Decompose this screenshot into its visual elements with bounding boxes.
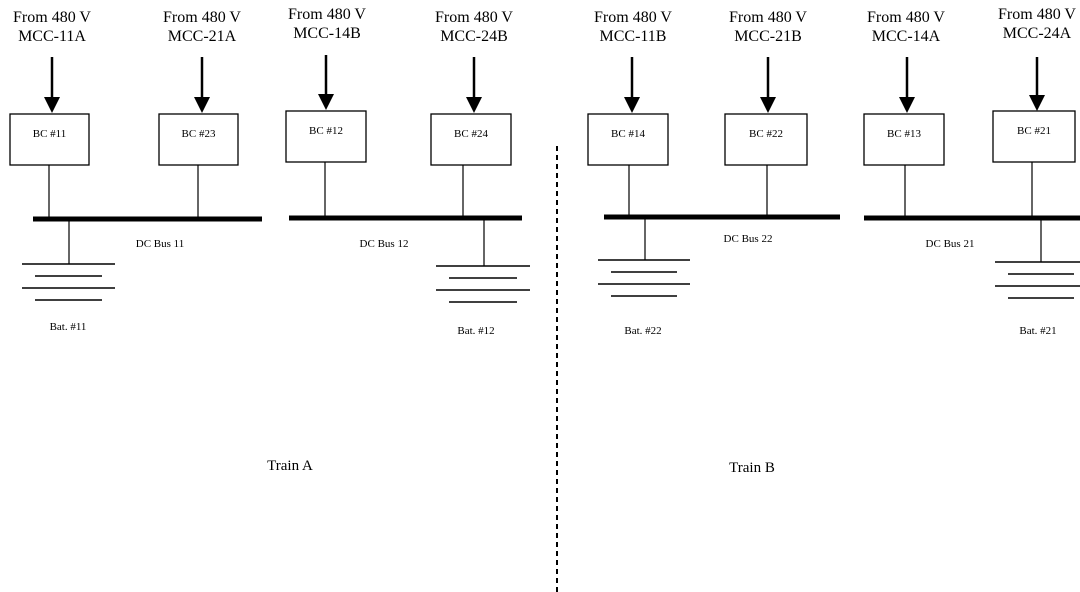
- source-label-mcc-21a-id: MCC-21A: [168, 28, 237, 45]
- source-label-mcc-14b-id: MCC-14B: [293, 25, 361, 42]
- charger-label-bc21: BC #21: [1017, 125, 1051, 137]
- train-b-label: Train B: [729, 460, 775, 476]
- battery-21-label: Bat. #21: [1019, 325, 1056, 337]
- source-label-mcc-14a: From 480 V: [867, 9, 945, 26]
- source-label-mcc-24b-id: MCC-24B: [440, 28, 508, 45]
- source-label-mcc-24a-id: MCC-24A: [1003, 25, 1072, 42]
- source-label-mcc-24a: From 480 V: [998, 6, 1076, 23]
- source-label-mcc-11a: From 480 V: [13, 9, 91, 26]
- charger-label-bc23: BC #23: [182, 128, 216, 140]
- train-a-label: Train A: [267, 458, 313, 474]
- source-label-mcc-21b-id: MCC-21B: [734, 28, 802, 45]
- charger-label-bc13: BC #13: [887, 128, 921, 140]
- dc-bus-21-label: DC Bus 21: [926, 238, 975, 250]
- charger-box-bc14: [587, 113, 669, 166]
- battery-12-symbol: [436, 219, 530, 303]
- charger-label-bc12: BC #12: [309, 125, 343, 137]
- battery-22-symbol: [598, 218, 690, 297]
- charger-box-bc21: [992, 110, 1076, 163]
- charger-label-bc14: BC #14: [611, 128, 645, 140]
- dc-bus-22-label: DC Bus 22: [724, 233, 773, 245]
- source-label-mcc-11b: From 480 V: [594, 9, 672, 26]
- battery-21-symbol: [995, 219, 1080, 299]
- charger-box-bc22: [724, 113, 808, 166]
- battery-12-label: Bat. #12: [457, 325, 494, 337]
- source-label-mcc-11a-id: MCC-11A: [18, 28, 86, 45]
- dc-bus-12-label: DC Bus 12: [360, 238, 409, 250]
- charger-label-bc22: BC #22: [749, 128, 783, 140]
- dc-bus-11-label: DC Bus 11: [136, 238, 185, 250]
- battery-11-symbol: [22, 220, 115, 301]
- charger-label-bc11: BC #11: [33, 128, 67, 140]
- source-label-mcc-21a: From 480 V: [163, 9, 241, 26]
- battery-22-label: Bat. #22: [624, 325, 661, 337]
- feed-arrows: [44, 55, 1045, 113]
- charger-label-bc24: BC #24: [454, 128, 488, 140]
- charger-box-bc11: [9, 113, 90, 166]
- charger-bus-wires: [48, 162, 1033, 218]
- charger-box-bc13: [863, 113, 945, 166]
- charger-box-bc12: [285, 110, 367, 163]
- charger-box-bc24: [430, 113, 512, 166]
- source-label-mcc-21b: From 480 V: [729, 9, 807, 26]
- battery-11-label: Bat. #11: [50, 321, 87, 333]
- source-label-mcc-24b: From 480 V: [435, 9, 513, 26]
- source-label-mcc-14a-id: MCC-14A: [872, 28, 941, 45]
- source-label-mcc-14b: From 480 V: [288, 6, 366, 23]
- source-label-mcc-11b-id: MCC-11B: [600, 28, 667, 45]
